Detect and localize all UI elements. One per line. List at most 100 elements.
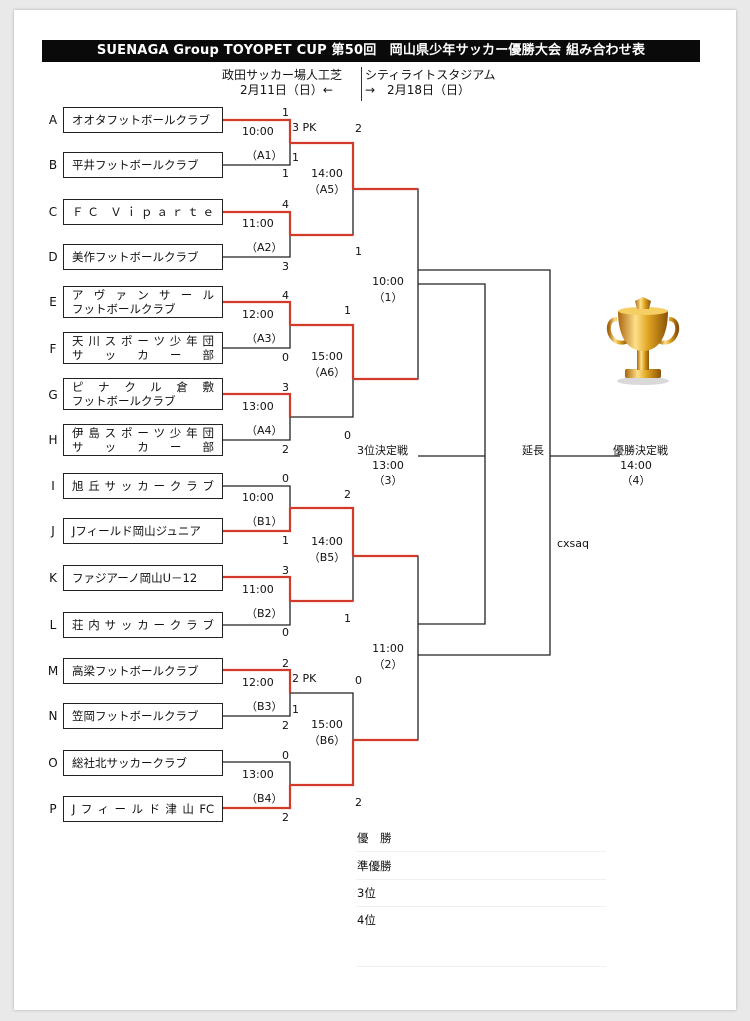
match-id: （B4） [246, 792, 283, 805]
score: 3 [282, 564, 289, 577]
score: 2 [355, 796, 362, 809]
match-time: 13:00 [242, 768, 274, 781]
team-name: 美作フットボールクラブ [72, 250, 199, 264]
match-time: 15:00 [311, 718, 343, 731]
team-box: 高梁フットボールクラブ [63, 658, 223, 684]
result-line [356, 879, 606, 880]
team-letter: B [48, 158, 58, 172]
match-time: 12:00 [242, 676, 274, 689]
team-box: 伊島スポーツ少年団サッカー部 [63, 424, 223, 456]
venue-right-name: シティライトスタジアム [365, 68, 496, 82]
pk-score: 2 PK [292, 672, 317, 685]
team-letter: L [49, 618, 57, 632]
team-letter: F [49, 342, 57, 356]
score: 2 [282, 811, 289, 824]
venue-left-name: 政田サッカー場人工芝 [222, 68, 343, 82]
score: 0 [282, 749, 289, 762]
team-box: 旭丘サッカークラブ [63, 473, 223, 499]
score: 2 [355, 122, 362, 135]
score: 4 [282, 198, 289, 211]
team-box: ＦＣ Ｖｉｐａｒｔｅ [63, 199, 223, 225]
team-letter: J [51, 524, 55, 538]
team-name: Jフィールド岡山ジュニア [72, 524, 201, 538]
team-letter: E [49, 295, 57, 309]
result-line [356, 851, 606, 852]
team-name-line1: ピナクル倉敷 [72, 380, 214, 394]
result-line [356, 966, 606, 967]
match-id: （B5） [308, 551, 346, 564]
third-place-time: 13:00 [372, 459, 404, 472]
match-time: 11:00 [242, 217, 274, 230]
extra-time-label: 延長 [522, 444, 544, 457]
team-name-line2: フットボールクラブ [72, 394, 176, 408]
match-time: 10:00 [242, 491, 274, 504]
score: 1 [282, 106, 289, 119]
result-line [356, 906, 606, 907]
match-time: 14:00 [311, 167, 343, 180]
pk-score: 1 [292, 151, 299, 164]
match-id: （A4） [246, 424, 283, 437]
match-time: 14:00 [311, 535, 343, 548]
score: 1 [282, 534, 289, 547]
score: 1 [355, 245, 362, 258]
team-name-line2: サッカー部 [72, 348, 214, 362]
score: 0 [344, 429, 351, 442]
team-letter: N [48, 709, 58, 723]
team-box: Jフィールド津山FC [63, 796, 223, 822]
team-letter: G [48, 388, 58, 402]
match-id: （B1） [246, 515, 283, 528]
match-time: 13:00 [242, 400, 274, 413]
final-label: 優勝決定戦 [613, 444, 668, 457]
team-name-line1: 天川スポーツ少年団 [72, 334, 214, 348]
match-time: 10:00 [372, 275, 404, 288]
match-id: （A2） [246, 241, 283, 254]
team-name-line1: アヴァンサール [72, 288, 214, 302]
team-box: ファジアーノ岡山U－12 [63, 565, 223, 591]
third-place-id: （3） [373, 474, 403, 487]
match-id: （1） [373, 291, 403, 304]
pk-score: 1 [292, 703, 299, 716]
venue-left-date: 2月11日（日）← [240, 83, 333, 97]
score: 3 [282, 260, 289, 273]
match-id: （B3） [246, 700, 283, 713]
stray-text: cxsaq [557, 537, 590, 550]
match-time: 11:00 [372, 642, 404, 655]
trophy-icon [606, 297, 680, 385]
team-box: 平井フットボールクラブ [63, 152, 223, 178]
team-letter: I [51, 479, 55, 493]
match-id: （A5） [308, 183, 346, 196]
team-letter: M [47, 664, 59, 678]
result-champion-label: 優 勝 [357, 831, 392, 845]
score: 1 [344, 304, 351, 317]
match-time: 12:00 [242, 308, 274, 321]
score: 1 [344, 612, 351, 625]
team-name: 旭丘サッカークラブ [72, 479, 214, 493]
team-box: 天川スポーツ少年団サッカー部 [63, 332, 223, 364]
score: 0 [282, 626, 289, 639]
result-runnerup-label: 準優勝 [357, 859, 392, 873]
match-id: （2） [373, 658, 403, 671]
team-name-line2: フットボールクラブ [72, 302, 176, 316]
third-place-label: 3位決定戦 [357, 444, 408, 457]
team-box: オオタフットボールクラブ [63, 107, 223, 133]
team-letter: A [48, 113, 58, 127]
match-id: （A6） [308, 366, 346, 379]
venue-right-date: → 2月18日（日） [365, 83, 470, 97]
pk-score: 3 PK [292, 121, 317, 134]
team-name: 荘内サッカークラブ [72, 618, 214, 632]
score: 1 [282, 167, 289, 180]
match-time: 15:00 [311, 350, 343, 363]
team-letter: P [49, 802, 57, 816]
result-third-label: 3位 [357, 886, 376, 900]
team-letter: H [48, 433, 58, 447]
match-time: 10:00 [242, 125, 274, 138]
team-name: 笠岡フットボールクラブ [72, 709, 199, 723]
score: 0 [355, 674, 362, 687]
score: 3 [282, 381, 289, 394]
final-time: 14:00 [620, 459, 652, 472]
team-box: 荘内サッカークラブ [63, 612, 223, 638]
team-box: Jフィールド岡山ジュニア [63, 518, 223, 544]
team-name: オオタフットボールクラブ [72, 113, 210, 127]
team-name-line1: 伊島スポーツ少年団 [72, 426, 214, 440]
